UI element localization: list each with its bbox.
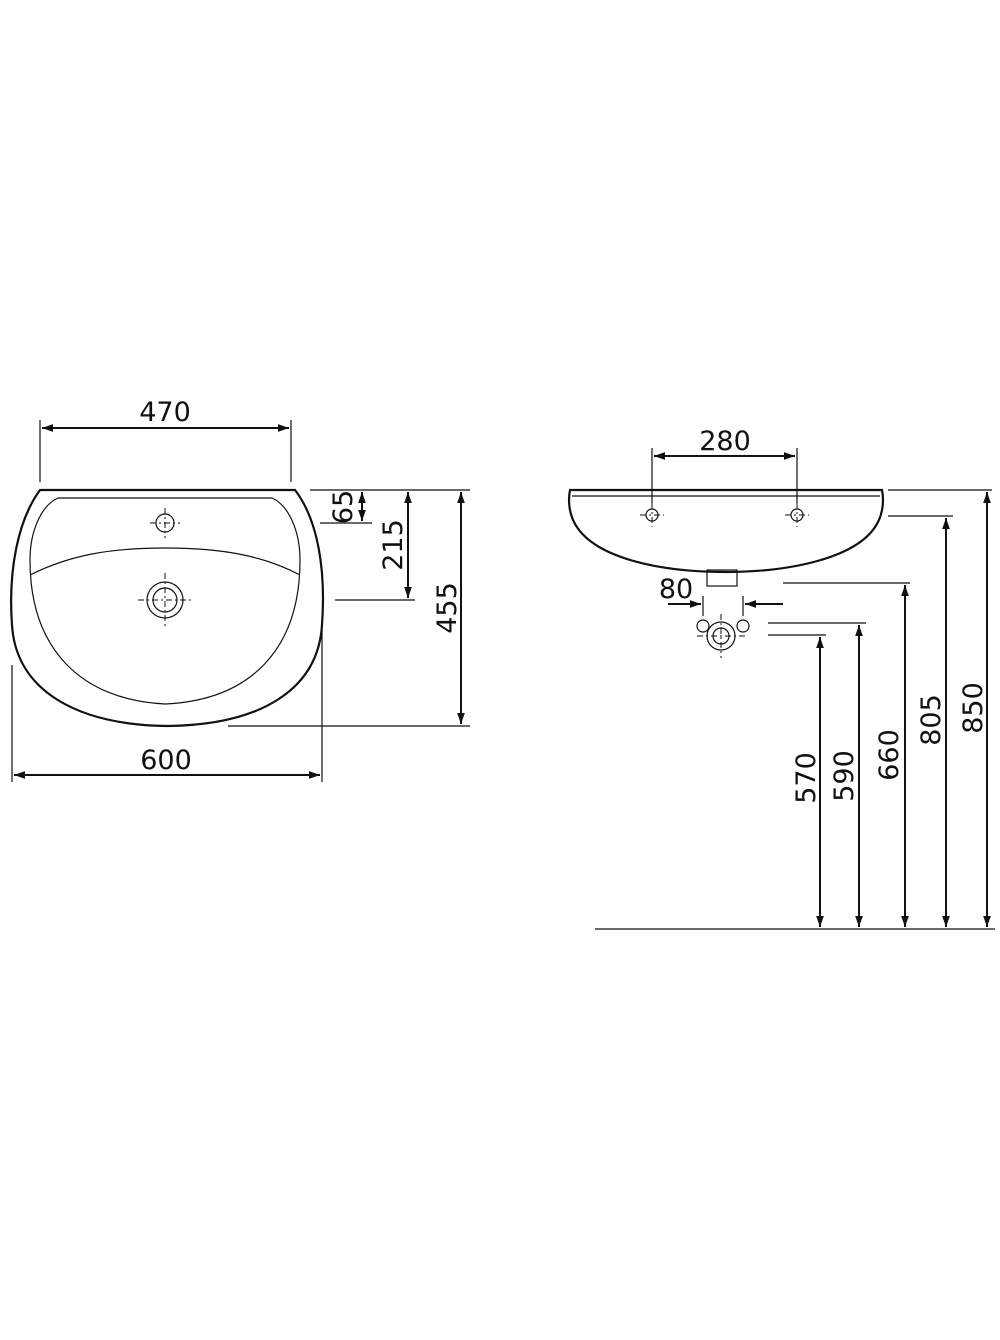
dimension-label-590: 590 [829, 750, 860, 802]
dimension-215: 215 [378, 492, 412, 598]
top-view: 470 600 65 215 455 [10, 397, 470, 782]
dimension-280: 280 [651, 426, 798, 503]
dimension-590: 590 [829, 625, 863, 927]
dimension-label-805: 805 [916, 694, 947, 746]
dimension-570: 570 [791, 637, 824, 927]
dimension-470: 470 [39, 397, 292, 482]
basin-outline [10, 488, 325, 728]
drain-trap [696, 614, 750, 658]
dimension-label-65: 65 [328, 490, 359, 524]
dimension-label-600: 600 [140, 745, 192, 776]
dimension-80: 80 [659, 574, 783, 616]
dimension-label-850: 850 [958, 682, 989, 734]
dimension-805: 805 [916, 518, 950, 927]
tap-mark-left [640, 503, 664, 527]
dimension-label-280: 280 [699, 426, 751, 457]
dimension-label-215: 215 [378, 519, 409, 571]
dimension-660: 660 [874, 585, 909, 927]
tap-mark-right [785, 503, 809, 527]
dimension-label-570: 570 [791, 752, 822, 804]
dimension-label-470: 470 [139, 397, 191, 428]
dimension-455: 455 [432, 492, 465, 724]
dimension-label-455: 455 [432, 582, 463, 634]
basin-side-profile [567, 488, 885, 587]
dimension-label-660: 660 [874, 729, 905, 781]
dimension-850: 850 [958, 492, 991, 927]
drain-hole [138, 573, 192, 627]
dimension-600: 600 [11, 630, 323, 782]
side-view: 280 80 570 590 660 [567, 426, 995, 930]
tap-hole [150, 508, 180, 538]
dimension-label-80: 80 [659, 574, 693, 605]
dimension-65: 65 [328, 490, 366, 524]
